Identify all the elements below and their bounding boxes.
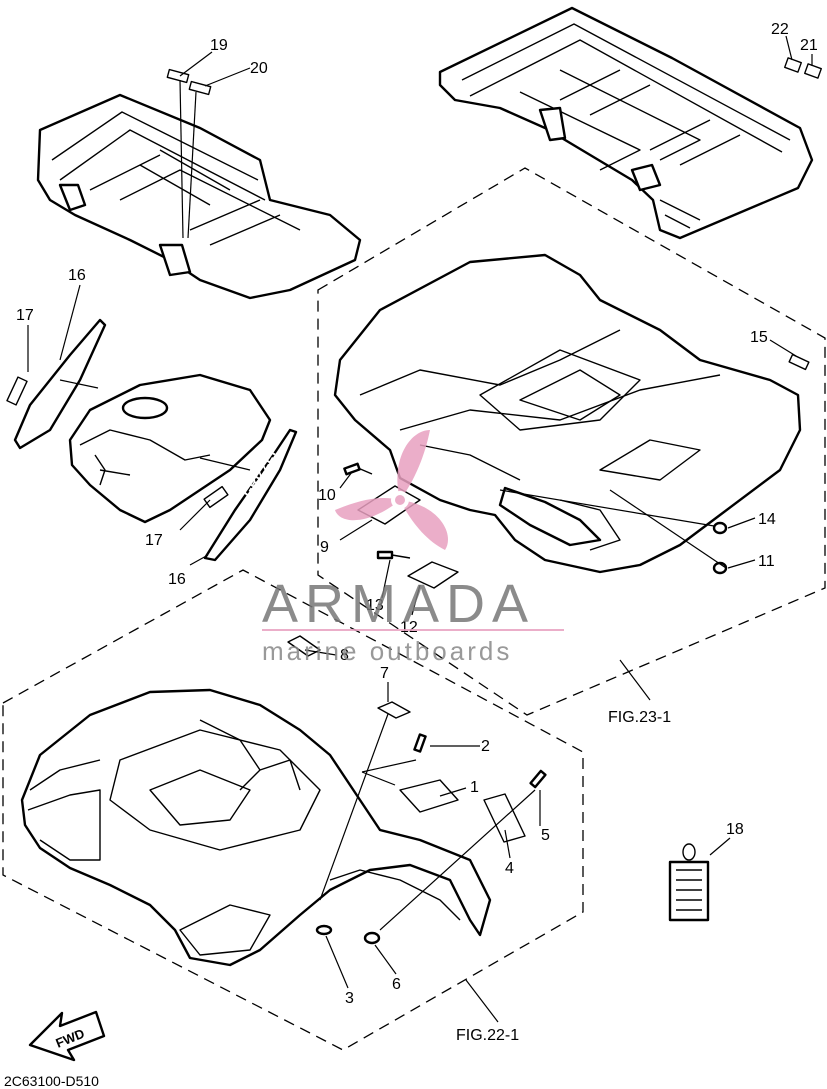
washer-6 — [363, 931, 381, 945]
rack-label-21 — [804, 63, 822, 79]
washer-3 — [315, 924, 333, 936]
plate-12 — [407, 561, 459, 589]
callout-16-lower: 16 — [168, 571, 186, 588]
callout-18: 18 — [726, 821, 744, 838]
front-carrier-rack — [36, 93, 362, 300]
tank-label-17-side — [203, 485, 229, 509]
rack-label-19 — [166, 68, 190, 84]
watermark-brand: ARMADA — [262, 574, 535, 634]
plate-4 — [483, 793, 526, 843]
fig-23-1-label: FIG.23-1 — [608, 709, 671, 726]
callout-13: 13 — [366, 597, 384, 614]
callout-6: 6 — [392, 976, 401, 993]
callout-15: 15 — [750, 329, 768, 346]
callout-1: 1 — [470, 779, 479, 796]
armada-watermark: ARMADA marine outboards — [262, 430, 564, 666]
fig-22-1-label: FIG.22-1 — [456, 1027, 519, 1044]
diagram-code: 2C63100-D510 — [4, 1073, 99, 1089]
plate-1 — [399, 779, 459, 813]
plate-9 — [357, 485, 421, 525]
rivet-5 — [529, 769, 547, 789]
callout-22: 22 — [771, 21, 789, 38]
callout-11: 11 — [758, 553, 775, 570]
leader-lines — [27, 35, 813, 1023]
callout-14: 14 — [758, 511, 776, 528]
callout-16-upper: 16 — [68, 267, 86, 284]
forward-direction-arrow: FWD — [28, 1010, 106, 1062]
callout-7: 7 — [380, 665, 389, 682]
tank-label-17-top — [6, 376, 28, 406]
rear-fender-label-15 — [788, 353, 810, 371]
washer-14 — [712, 521, 728, 535]
tank-side-cover-shield — [13, 318, 107, 450]
rear-carrier-rack — [438, 6, 814, 240]
rear-fender — [333, 253, 802, 574]
callout-numbers: 19 20 22 21 16 17 15 10 9 14 11 17 16 13… — [16, 21, 818, 1007]
rivet-10 — [343, 462, 373, 476]
rivet-13 — [376, 550, 411, 560]
callout-3: 3 — [345, 990, 354, 1007]
callout-2: 2 — [481, 738, 490, 755]
callout-17-upper: 17 — [16, 307, 34, 324]
watermark-tagline: marine outboards — [262, 636, 512, 666]
plate-7 — [377, 701, 411, 719]
callout-5: 5 — [541, 827, 550, 844]
rack-label-20 — [188, 80, 212, 96]
callout-9: 9 — [320, 539, 329, 556]
rivet-2 — [413, 733, 427, 753]
rack-label-22 — [784, 57, 802, 73]
tank-cover — [68, 373, 272, 524]
callout-19: 19 — [210, 37, 228, 54]
fig22-group-frame — [2, 569, 584, 1051]
callout-17-lower: 17 — [145, 532, 163, 549]
callout-12: 12 — [400, 619, 418, 636]
fender-label-8 — [287, 635, 321, 657]
callout-20: 20 — [250, 60, 268, 77]
fig23-group-frame — [317, 167, 826, 716]
callout-10: 10 — [318, 487, 336, 504]
callout-21: 21 — [800, 37, 818, 54]
callout-8: 8 — [340, 647, 349, 664]
propeller-logo-icon — [335, 430, 448, 550]
front-fender — [20, 688, 492, 967]
callout-4: 4 — [505, 860, 514, 877]
tag-18 — [668, 843, 710, 922]
